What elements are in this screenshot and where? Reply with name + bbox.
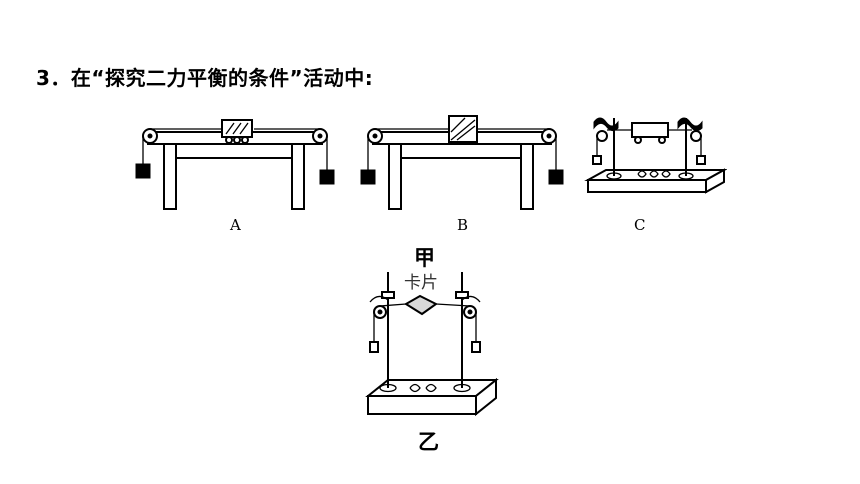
figure-c-cart-on-stands: [584, 117, 727, 194]
question-title: 3．在“探究二力平衡的条件”活动中:: [36, 66, 374, 90]
card-label: 卡片: [404, 273, 438, 293]
figure-b-block-on-table: [360, 115, 564, 210]
weight-left: [135, 163, 151, 179]
weight-right: [319, 169, 335, 185]
figure-c-label: C: [634, 216, 646, 234]
figure-a-cart-on-table: [135, 119, 335, 210]
cart: [631, 122, 669, 138]
card: [404, 294, 438, 316]
figure-yi-card-on-stands: [365, 272, 499, 417]
group-label-yi: 乙: [418, 430, 439, 454]
figure-a-label: A: [230, 216, 241, 234]
group-label-jia: 甲: [414, 246, 435, 270]
weight-right: [548, 169, 564, 185]
weight-left: [360, 169, 376, 185]
figure-b-label: B: [457, 216, 469, 234]
